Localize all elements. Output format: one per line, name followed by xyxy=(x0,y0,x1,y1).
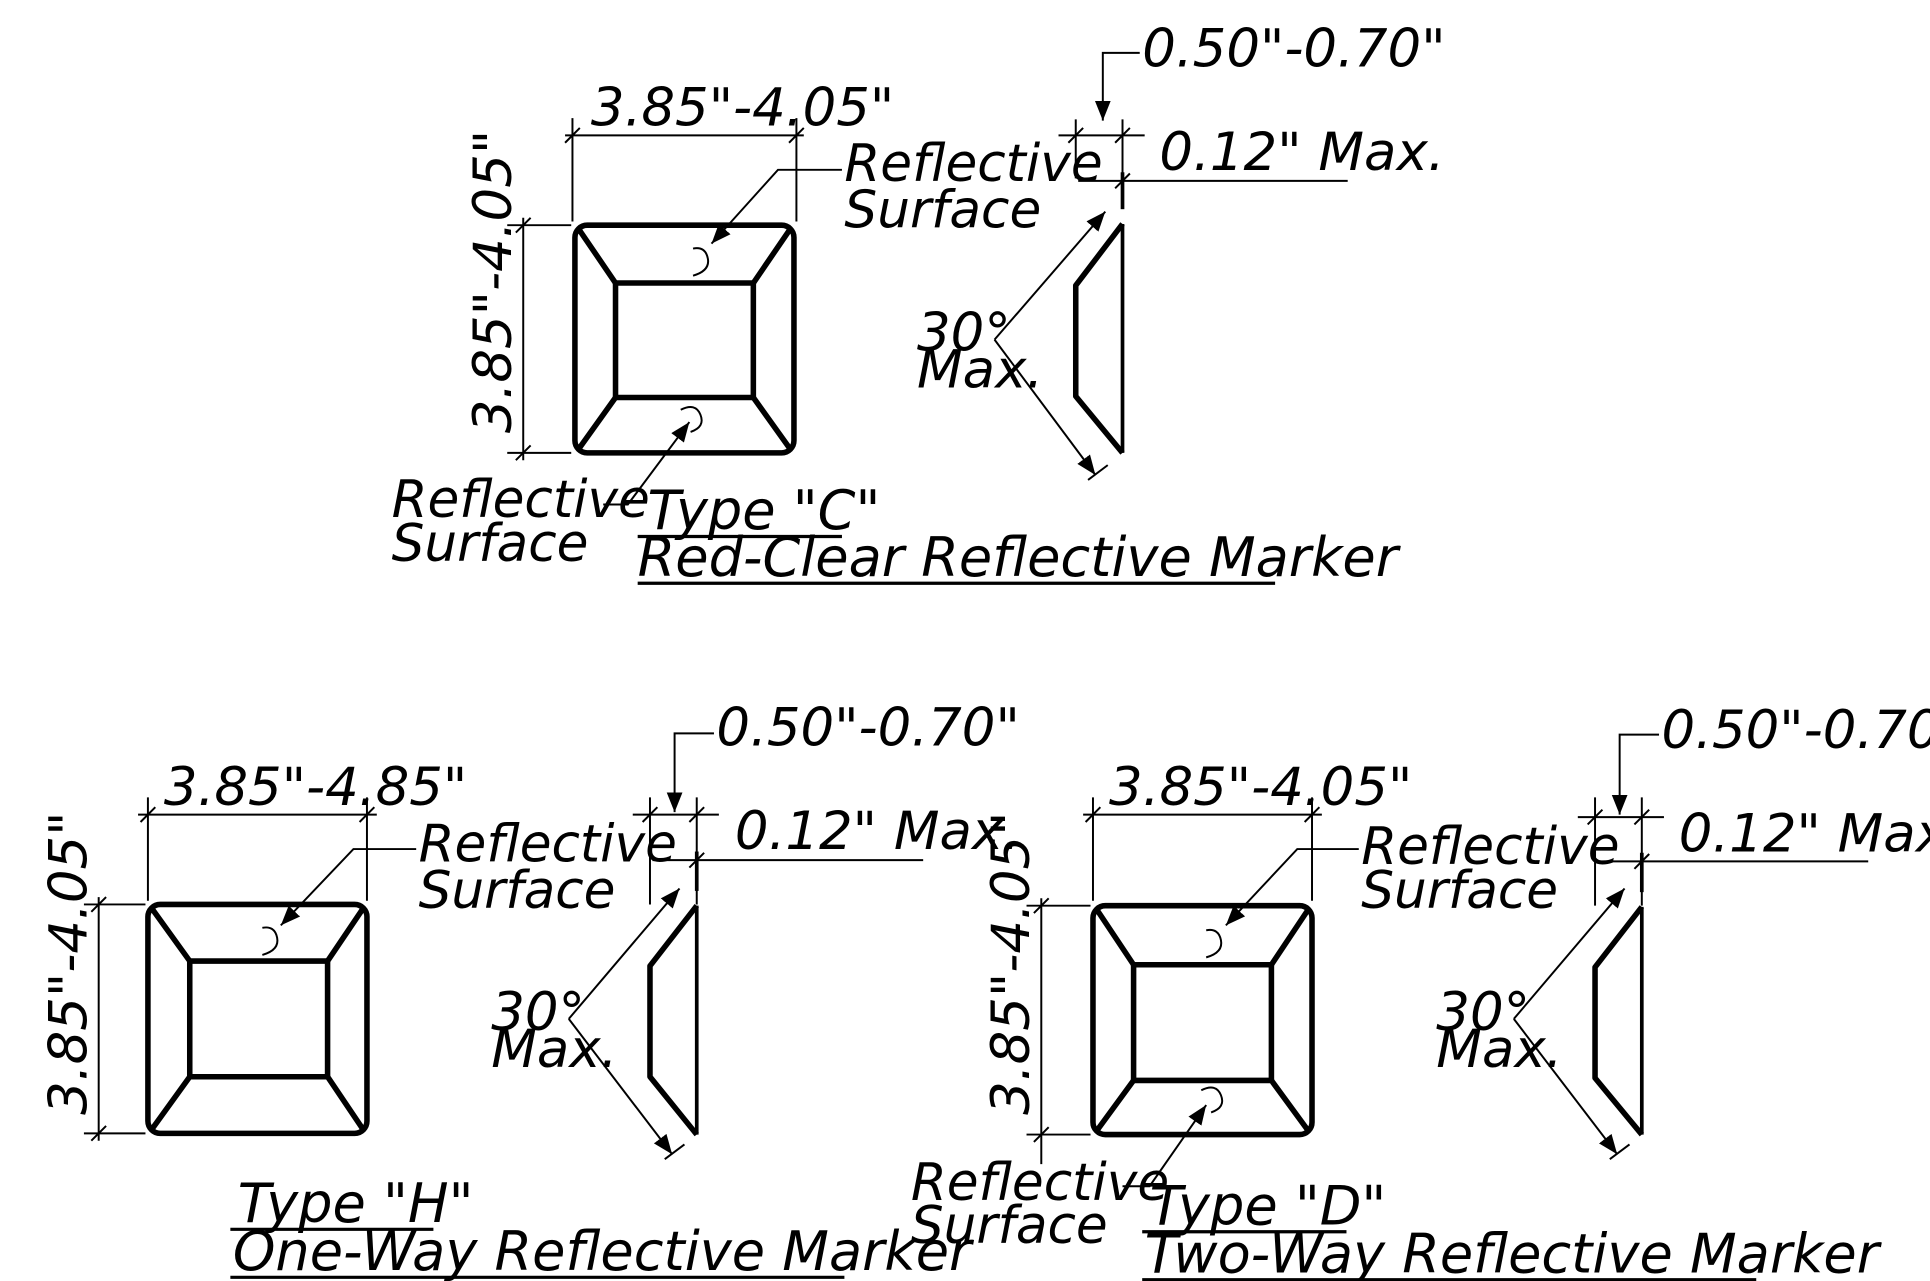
type-h-width-dimension: 3.85"-4.85" xyxy=(138,757,467,901)
type-c-plan-view xyxy=(572,222,797,456)
type-c-title-block: Type "C" Red-Clear Reflective Marker xyxy=(637,479,1402,589)
type-c-angle-label: 30° xyxy=(917,303,1011,364)
type-h-height-dimension: 3.85"-4.05" xyxy=(38,812,146,1142)
type-h-side-profile xyxy=(647,903,699,1137)
type-h-side-height-label: 0.50"-0.70" xyxy=(716,698,1019,759)
type-d-height-dimension: 3.85"-4.05" xyxy=(981,812,1091,1165)
type-h-side-edge-label: 0.12" Max. xyxy=(735,801,1020,862)
type-h-title: Type "H" xyxy=(238,1172,474,1235)
type-d-width-dimension: 3.85"-4.05" xyxy=(1083,757,1412,901)
type-c-width-label: 3.85"-4.05" xyxy=(591,78,894,139)
type-h-angle-suffix: Max. xyxy=(491,1019,617,1080)
type-c-height-dimension: 3.85"-4.05" xyxy=(463,130,572,461)
type-d-side-profile xyxy=(1592,905,1644,1137)
type-h-height-label: 3.85"-4.05" xyxy=(38,812,99,1115)
type-d-angle-dimension: 30° Max. xyxy=(1436,887,1631,1160)
type-d-reflective-bottom-line1: Reflective xyxy=(911,1153,1169,1213)
type-d-subtitle: Two-Way Reflective Marker xyxy=(1145,1222,1883,1281)
type-c-side-view xyxy=(1072,222,1125,455)
type-c-reflective-bottom-line1: Reflective xyxy=(392,470,650,530)
type-c-reflective-top-line1: Reflective xyxy=(844,134,1102,194)
type-c-reflective-bottom-line2: Surface xyxy=(392,514,589,574)
type-h-bevel-lines xyxy=(149,906,366,1132)
marker-type-h: 3.85"-4.85" 3.85"-4.05" Reflective Surfa… xyxy=(38,698,1020,1281)
type-c-width-dimension: 3.85"-4.05" xyxy=(564,78,894,222)
type-h-title-block: Type "H" One-Way Reflective Marker xyxy=(230,1172,975,1281)
type-d-reflective-leader-bottom: Reflective Surface xyxy=(911,1086,1224,1256)
type-c-inner-face xyxy=(612,280,757,401)
type-h-angle-label: 30° xyxy=(491,982,585,1043)
type-c-side-edge-label: 0.12" Max. xyxy=(1159,122,1444,183)
type-c-side-height-dimension: 0.50"-0.70" xyxy=(1058,18,1446,179)
type-c-title: Type "C" xyxy=(648,479,881,542)
type-h-angle-dimension: 30° Max. xyxy=(491,887,686,1160)
type-h-inner-face xyxy=(186,958,331,1080)
type-d-side-view xyxy=(1592,905,1644,1137)
type-d-side-height-label: 0.50"-0.70" xyxy=(1661,700,1930,761)
type-d-plan-view xyxy=(1090,902,1315,1138)
type-c-side-profile xyxy=(1072,222,1125,455)
type-h-outer-body xyxy=(145,901,370,1137)
type-c-height-label: 3.85"-4.05" xyxy=(463,130,524,433)
type-d-reflective-bottom-line2: Surface xyxy=(911,1196,1108,1256)
type-d-angle-suffix: Max. xyxy=(1436,1019,1562,1080)
type-d-title: Type "D" xyxy=(1150,1174,1387,1237)
type-c-reflective-leader-bottom: Reflective Surface xyxy=(392,406,703,574)
type-d-bevel-lines xyxy=(1094,907,1311,1133)
type-d-side-edge-dimension: 0.12" Max. xyxy=(1597,804,1930,893)
type-c-angle-suffix: Max. xyxy=(917,340,1043,401)
type-c-angle-dimension: 30° Max. xyxy=(917,211,1109,481)
type-c-reflective-leader-top: Reflective Surface xyxy=(692,134,1103,277)
marker-type-c: 3.85"-4.05" 3.85"-4.05" Reflective Surfa… xyxy=(392,18,1446,588)
type-d-side-height-dimension: 0.50"-0.70" xyxy=(1577,700,1930,906)
type-h-reflective-leader-top: Reflective Surface xyxy=(262,814,677,956)
type-d-outer-body xyxy=(1090,902,1315,1138)
type-d-side-edge-label: 0.12" Max. xyxy=(1679,804,1930,865)
marker-type-d: 3.85"-4.05" 3.85"-4.05" Reflective Surfa… xyxy=(911,700,1930,1281)
type-h-width-label: 3.85"-4.85" xyxy=(164,757,467,818)
type-d-height-label: 3.85"-4.05" xyxy=(981,812,1042,1115)
type-d-reflective-top-line2: Surface xyxy=(1361,861,1558,921)
type-d-inner-face xyxy=(1130,961,1275,1084)
type-d-title-block: Type "D" Two-Way Reflective Marker xyxy=(1142,1174,1883,1281)
type-h-side-height-dimension: 0.50"-0.70" xyxy=(632,698,1020,905)
type-d-width-label: 3.85"-4.05" xyxy=(1109,757,1412,818)
type-c-side-height-label: 0.50"-0.70" xyxy=(1142,18,1445,79)
type-h-reflective-top-line2: Surface xyxy=(419,861,616,921)
type-h-side-edge-dimension: 0.12" Max. xyxy=(652,801,1020,891)
type-h-side-view xyxy=(647,903,699,1137)
type-d-reflective-leader-top: Reflective Surface xyxy=(1205,817,1620,959)
type-c-reflective-top-line2: Surface xyxy=(844,181,1041,241)
type-h-subtitle: One-Way Reflective Marker xyxy=(233,1220,975,1281)
type-c-subtitle: Red-Clear Reflective Marker xyxy=(638,526,1402,589)
type-c-side-edge-dimension: 0.12" Max. xyxy=(1078,122,1445,210)
type-c-bevel-lines xyxy=(576,227,793,451)
type-d-angle-label: 30° xyxy=(1436,982,1530,1043)
type-c-outer-body xyxy=(572,222,797,456)
type-h-reflective-top-line1: Reflective xyxy=(419,814,677,874)
type-d-reflective-top-line1: Reflective xyxy=(1361,817,1619,877)
type-h-plan-view xyxy=(145,901,370,1137)
